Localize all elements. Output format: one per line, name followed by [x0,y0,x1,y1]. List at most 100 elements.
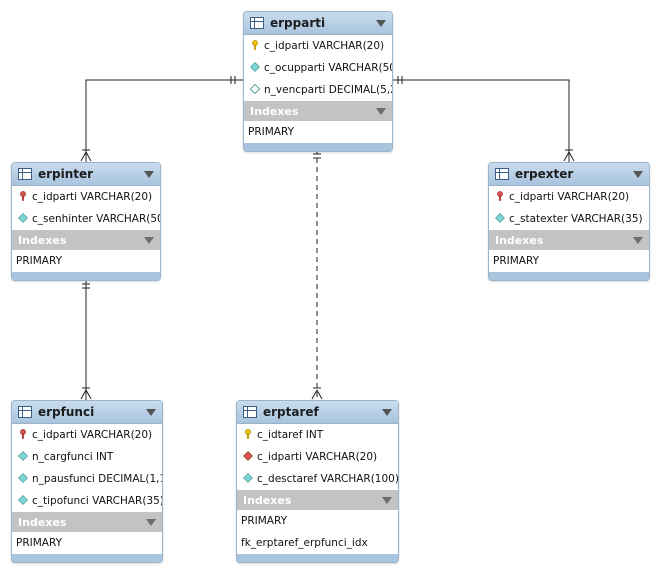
foreign-primary-key-icon [18,190,32,204]
table-header[interactable]: erptaref [237,401,398,424]
relationship-erpinter-erpfunci[interactable] [80,278,92,400]
primary-key-icon [250,39,264,53]
collapse-arrow-icon[interactable] [633,170,643,178]
column-row[interactable]: c_idparti VARCHAR(20) [237,446,398,468]
column-definition: c_ocupparti VARCHAR(50) [264,62,393,74]
index-name: PRIMARY [241,515,288,527]
column-definition: c_statexter VARCHAR(35) [509,213,643,225]
collapse-arrow-icon[interactable] [144,236,154,244]
foreign-key-icon [243,450,257,464]
column-definition: n_vencparti DECIMAL(5,2) [264,84,393,96]
index-row[interactable]: PRIMARY [489,250,649,272]
table-icon [18,168,32,180]
index-row[interactable]: PRIMARY [12,250,160,272]
indexes-header[interactable]: Indexes [489,230,649,250]
table-name: erpfunci [38,405,95,419]
table-header[interactable]: erpexter [489,163,649,186]
indexes-label: Indexes [243,493,292,507]
column-row[interactable]: n_pausfunci DECIMAL(1,1) [12,468,162,490]
column-definition: c_senhinter VARCHAR(50) [32,213,161,225]
table-erpinter[interactable]: erpinter c_idparti VARCHAR(20) c_senhint… [11,162,161,281]
column-row[interactable]: c_tipofunci VARCHAR(35) [12,490,162,512]
indexes-label: Indexes [495,233,544,247]
attribute-icon [250,61,264,75]
table-header[interactable]: erpfunci [12,401,162,424]
table-icon [18,406,32,418]
index-row[interactable]: fk_erptaref_erpfunci_idx [237,532,398,554]
foreign-primary-key-icon [18,428,32,442]
indexes-header[interactable]: Indexes [237,490,398,510]
nullable-attribute-icon [249,83,264,97]
indexes-header[interactable]: Indexes [12,512,162,532]
column-row[interactable]: c_idtaref INT [237,424,398,446]
index-row[interactable]: PRIMARY [244,121,392,143]
attribute-icon [18,494,32,508]
index-name: fk_erptaref_erpfunci_idx [241,537,368,549]
indexes-header[interactable]: Indexes [244,101,392,121]
column-row[interactable]: c_idparti VARCHAR(20) [12,424,162,446]
indexes-label: Indexes [250,104,299,118]
column-definition: c_idparti VARCHAR(20) [257,451,378,463]
column-row[interactable]: n_vencparti DECIMAL(5,2) [244,79,392,101]
collapse-arrow-icon[interactable] [146,408,156,416]
column-definition: c_idparti VARCHAR(20) [32,429,153,441]
relationship-erpparti-erptaref[interactable] [311,149,323,400]
table-icon [243,406,257,418]
column-row[interactable]: c_idparti VARCHAR(20) [244,35,392,57]
table-name: erpexter [515,167,574,181]
column-row[interactable]: c_ocupparti VARCHAR(50) [244,57,392,79]
column-row[interactable]: c_idparti VARCHAR(20) [489,186,649,208]
column-definition: n_pausfunci DECIMAL(1,1) [32,473,163,485]
table-erptaref[interactable]: erptaref c_idtaref INT c_idparti VARCHAR… [236,400,399,563]
table-name: erpinter [38,167,94,181]
attribute-icon [243,472,257,486]
table-icon [495,168,509,180]
attribute-icon [18,472,32,486]
table-erpparti[interactable]: erpparti c_idparti VARCHAR(20) c_ocuppar… [243,11,393,152]
relationship-erpparti-erpinter[interactable] [80,76,243,162]
table-footer [12,272,160,280]
attribute-icon [18,450,32,464]
relationship-erpparti-erpexter[interactable] [392,76,575,162]
column-definition: c_tipofunci VARCHAR(35) [32,495,163,507]
indexes-label: Indexes [18,515,67,529]
table-header[interactable]: erpinter [12,163,160,186]
index-row[interactable]: PRIMARY [237,510,398,532]
index-name: PRIMARY [248,126,295,138]
table-footer [12,554,162,562]
column-definition: c_desctaref VARCHAR(100) [257,473,399,485]
index-name: PRIMARY [16,255,63,267]
column-definition: n_cargfunci INT [32,451,114,463]
table-footer [489,272,649,280]
column-row[interactable]: c_desctaref VARCHAR(100) [237,468,398,490]
column-row[interactable]: n_cargfunci INT [12,446,162,468]
table-erpexter[interactable]: erpexter c_idparti VARCHAR(20) c_statext… [488,162,650,281]
primary-key-icon [243,428,257,442]
column-definition: c_idparti VARCHAR(20) [32,191,153,203]
table-footer [244,143,392,151]
table-name: erptaref [263,405,319,419]
foreign-primary-key-icon [495,190,509,204]
column-row[interactable]: c_statexter VARCHAR(35) [489,208,649,230]
column-row[interactable]: c_senhinter VARCHAR(50) [12,208,160,230]
attribute-icon [495,212,509,226]
table-header[interactable]: erpparti [244,12,392,35]
indexes-label: Indexes [18,233,67,247]
collapse-arrow-icon[interactable] [376,107,386,115]
column-definition: c_idparti VARCHAR(20) [509,191,630,203]
indexes-header[interactable]: Indexes [12,230,160,250]
table-name: erpparti [270,16,326,30]
collapse-arrow-icon[interactable] [146,518,156,526]
collapse-arrow-icon[interactable] [376,19,386,27]
collapse-arrow-icon[interactable] [382,408,392,416]
index-name: PRIMARY [493,255,540,267]
table-icon [250,17,264,29]
collapse-arrow-icon[interactable] [633,236,643,244]
table-erpfunci[interactable]: erpfunci c_idparti VARCHAR(20) n_cargfun… [11,400,163,563]
collapse-arrow-icon[interactable] [144,170,154,178]
index-row[interactable]: PRIMARY [12,532,162,554]
column-row[interactable]: c_idparti VARCHAR(20) [12,186,160,208]
collapse-arrow-icon[interactable] [382,496,392,504]
index-name: PRIMARY [16,537,63,549]
